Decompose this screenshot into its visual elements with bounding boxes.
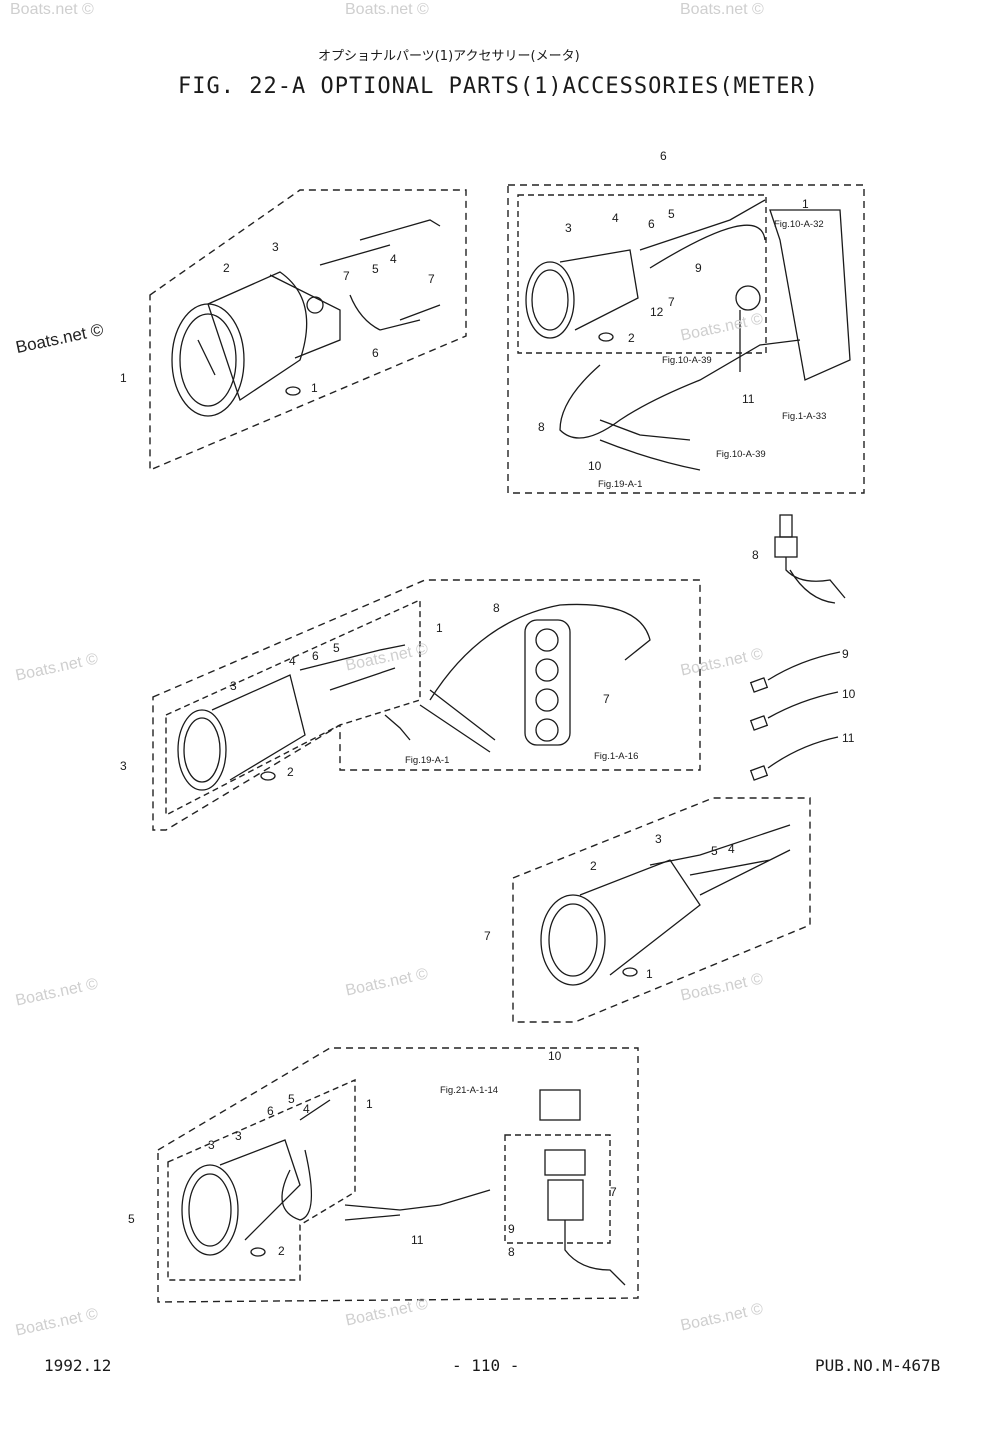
callout-part: 6	[372, 346, 379, 360]
watermark: Boats.net ©	[680, 1, 764, 18]
callout-part: 3	[230, 679, 237, 693]
cross-reference: Fig.10-A-39	[662, 355, 712, 366]
callout-part: 1	[436, 621, 443, 635]
callout-part: 2	[223, 261, 230, 275]
callout-part: 9	[842, 647, 849, 661]
callout-part: 6	[267, 1104, 274, 1118]
callout-part: 5	[668, 207, 675, 221]
callout-part: 4	[728, 842, 735, 856]
callout-part: 12	[650, 305, 664, 319]
callout-part: 11	[411, 1233, 424, 1247]
callout-part: 7	[343, 269, 350, 283]
callout-group-7: 7	[484, 929, 491, 943]
group-5-inner-frame	[167, 1078, 356, 1281]
callout-part: 3	[565, 221, 572, 235]
callout-part: 3	[272, 240, 279, 254]
callout-part: 4	[390, 252, 397, 266]
callout-part: 5	[288, 1092, 295, 1106]
footer-date: 1992.12	[44, 1356, 112, 1375]
footer-page-number: - 110 -	[452, 1356, 520, 1375]
group-3-inner-frame	[165, 598, 421, 817]
callout-part: 9	[508, 1222, 515, 1236]
callout-part: 1	[646, 967, 653, 981]
callout-part: 2	[287, 765, 294, 779]
callout-part: 10	[588, 459, 602, 473]
callout-part: 5	[333, 641, 340, 655]
callout-group-6: 6	[660, 149, 667, 163]
callout-group-5: 5	[128, 1212, 135, 1226]
group-6-inner-frame	[517, 194, 767, 354]
callout-part: 3	[655, 832, 662, 846]
cross-reference: Fig.19-A-1	[598, 479, 643, 490]
cross-reference: Fig.19-A-1	[405, 755, 450, 766]
callout-part: 6	[648, 217, 655, 231]
callout-part: 4	[303, 1102, 310, 1116]
callout-part: 3	[208, 1138, 215, 1152]
group-5-frame	[157, 1047, 639, 1303]
group-3-frame	[152, 579, 701, 831]
callout-part: 2	[628, 331, 635, 345]
group-5-relay-frame	[504, 1134, 611, 1244]
callout-part: 1	[366, 1097, 373, 1111]
callout-part: 7	[610, 1185, 617, 1199]
callout-part: 8	[508, 1245, 515, 1259]
callout-part: 5	[711, 844, 718, 858]
callout-group-1: 1	[120, 371, 127, 385]
callout-part: 4	[612, 211, 619, 225]
callout-part: 9	[695, 261, 702, 275]
callout-part: 7	[668, 295, 675, 309]
callout-part: 6	[312, 649, 319, 663]
callout-part: 2	[590, 859, 597, 873]
figure-title-japanese: オプショナルパーツ(1)アクセサリー(メータ)	[318, 49, 580, 64]
callout-part: 7	[603, 692, 610, 706]
callout-part: 3	[235, 1129, 242, 1143]
callout-group-3: 3	[120, 759, 127, 773]
callout-part: 7	[428, 272, 435, 286]
callout-part: 2	[278, 1244, 285, 1258]
callout-part: 5	[372, 262, 379, 276]
callout-part: 8	[538, 420, 545, 434]
callout-part: 1	[311, 381, 318, 395]
cross-reference: Fig.10-A-32	[774, 219, 824, 230]
meter-7-drawing	[540, 824, 791, 986]
meter-3-drawing	[177, 603, 651, 791]
callout-part: 10	[548, 1049, 562, 1063]
cross-reference: Fig.1-A-16	[594, 751, 639, 762]
callout-part: 8	[493, 601, 500, 615]
cross-reference: Fig.21-A-1-14	[440, 1085, 499, 1096]
group-6-frame	[507, 184, 865, 494]
watermark: Boats.net ©	[10, 1, 94, 18]
callout-part: 11	[842, 731, 855, 745]
meter-5-drawing	[181, 1089, 626, 1286]
callout-part: 10	[842, 687, 856, 701]
figure-title: FIG. 22-A OPTIONAL PARTS(1)ACCESSORIES(M…	[178, 74, 820, 99]
cross-reference: Fig.10-A-39	[716, 449, 766, 460]
footer-publication-number: PUB.NO.M-467B	[815, 1356, 941, 1375]
loose-parts-drawing	[749, 514, 846, 781]
callout-part: 1	[802, 197, 809, 211]
cross-reference: Fig.1-A-33	[782, 411, 827, 422]
watermark: Boats.net ©	[345, 1, 429, 18]
callout-part: 11	[742, 392, 755, 406]
callout-part: 8	[752, 548, 759, 562]
callout-part: 4	[289, 654, 296, 668]
group-1-frame	[149, 189, 467, 472]
meter-6-drawing	[525, 199, 851, 471]
meter-1-drawing	[171, 219, 441, 417]
